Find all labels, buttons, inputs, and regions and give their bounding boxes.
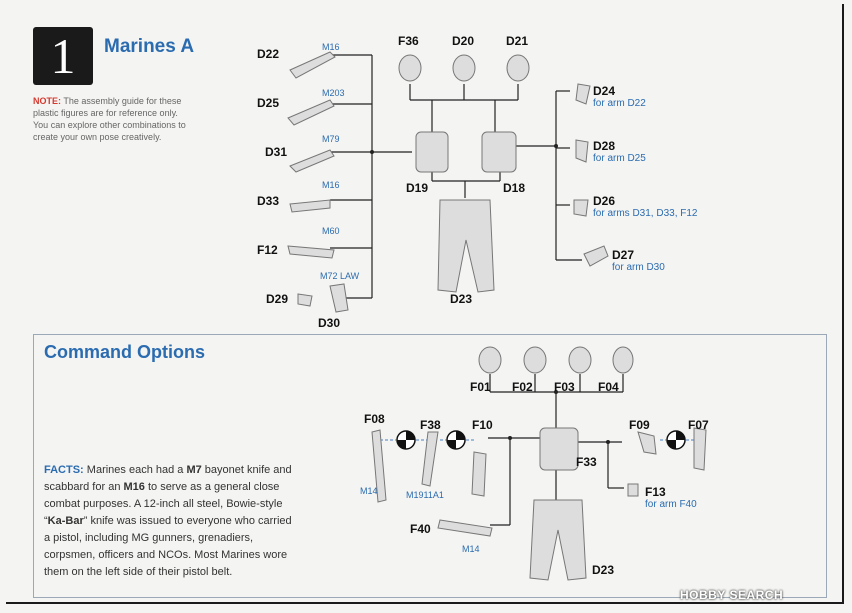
part-label-f04: F04 [598,380,619,394]
part-label-d20: D20 [452,34,475,48]
part-label-f08: F08 [364,412,385,426]
part-label-d27: D27 [612,248,635,262]
facts-paragraph: FACTS: Marines each had a M7 bayonet kni… [44,462,294,581]
command-options-panel [33,334,827,598]
part-label-f09: F09 [629,418,650,432]
note-label: NOTE: [33,96,61,106]
facts-text-1: Marines each had a [86,464,187,476]
section-title-marines-a: Marines A [104,36,195,57]
facts-bold-kabar: Ka-Bar [47,515,84,527]
facts-bold-m16: M16 [123,481,145,493]
facts-text-4: ” knife was issued to everyone who carri… [44,515,292,578]
weapon-label-f12: M60 [322,226,340,236]
part-label-f02: F02 [512,380,533,394]
arm-note-d28: for arm D25 [593,153,646,164]
arm-note-d26: for arms D31, D33, F12 [593,208,698,219]
section-title-command-options: Command Options [44,342,205,362]
assembly-note: NOTE: The assembly guide for these plast… [33,95,193,143]
part-label-d30: D30 [318,316,341,330]
weapon-label-d25: M203 [322,88,345,98]
part-label-d24: D24 [593,84,616,98]
weapon-label-f08: M14 [360,486,378,496]
part-label-f36: F36 [398,34,419,48]
part-label-f38: F38 [420,418,441,432]
weapon-label-d33: M16 [322,180,340,190]
facts-text-2: bayonet knife and scabbard for an [44,464,292,493]
part-label-d29: D29 [266,292,289,306]
part-label-d28: D28 [593,139,616,153]
assembly-symbols [396,430,686,450]
part-label-f33: F33 [576,455,597,469]
part-label-f01: F01 [470,380,491,394]
facts-text-3: to serve as a general close combat purpo… [44,481,283,527]
part-label-f03: F03 [554,380,575,394]
note-text: The assembly guide for these plastic fig… [33,96,186,142]
arm-note-d24: for arm D22 [593,98,646,109]
part-label-f07: F07 [688,418,709,432]
weapon-label-f40: M14 [462,544,480,554]
weapon-label-d22: M16 [322,42,340,52]
part-label-d22: D22 [257,47,280,61]
part-label-d26: D26 [593,194,616,208]
part-label-d31: D31 [265,145,288,159]
weapon-label-d29: M72 LAW [320,271,360,281]
part-label-d19: D19 [406,181,429,195]
part-label-f10: F10 [472,418,493,432]
page-border [6,4,844,604]
part-label-d21: D21 [506,34,529,48]
watermark-logo: HOBBY SEARCH [680,588,784,602]
part-label-d25: D25 [257,96,280,110]
facts-label: FACTS: [44,464,84,476]
part-label-d23-command: D23 [592,563,615,577]
part-label-d18: D18 [503,181,526,195]
step-number-badge: 1 [33,27,93,85]
part-label-f13: F13 [645,485,666,499]
facts-bold-m7: M7 [186,464,202,476]
weapon-label-d31: M79 [322,134,340,144]
part-label-d23-top: D23 [450,292,473,306]
part-label-f12: F12 [257,243,278,257]
arm-note-d27: for arm D30 [612,262,665,273]
weapon-label-f38: M1911A1 [406,490,444,500]
arm-note-f13: for arm F40 [645,499,697,510]
part-d22-illustration [289,51,336,79]
part-label-d33: D33 [257,194,280,208]
part-label-f40: F40 [410,522,431,536]
